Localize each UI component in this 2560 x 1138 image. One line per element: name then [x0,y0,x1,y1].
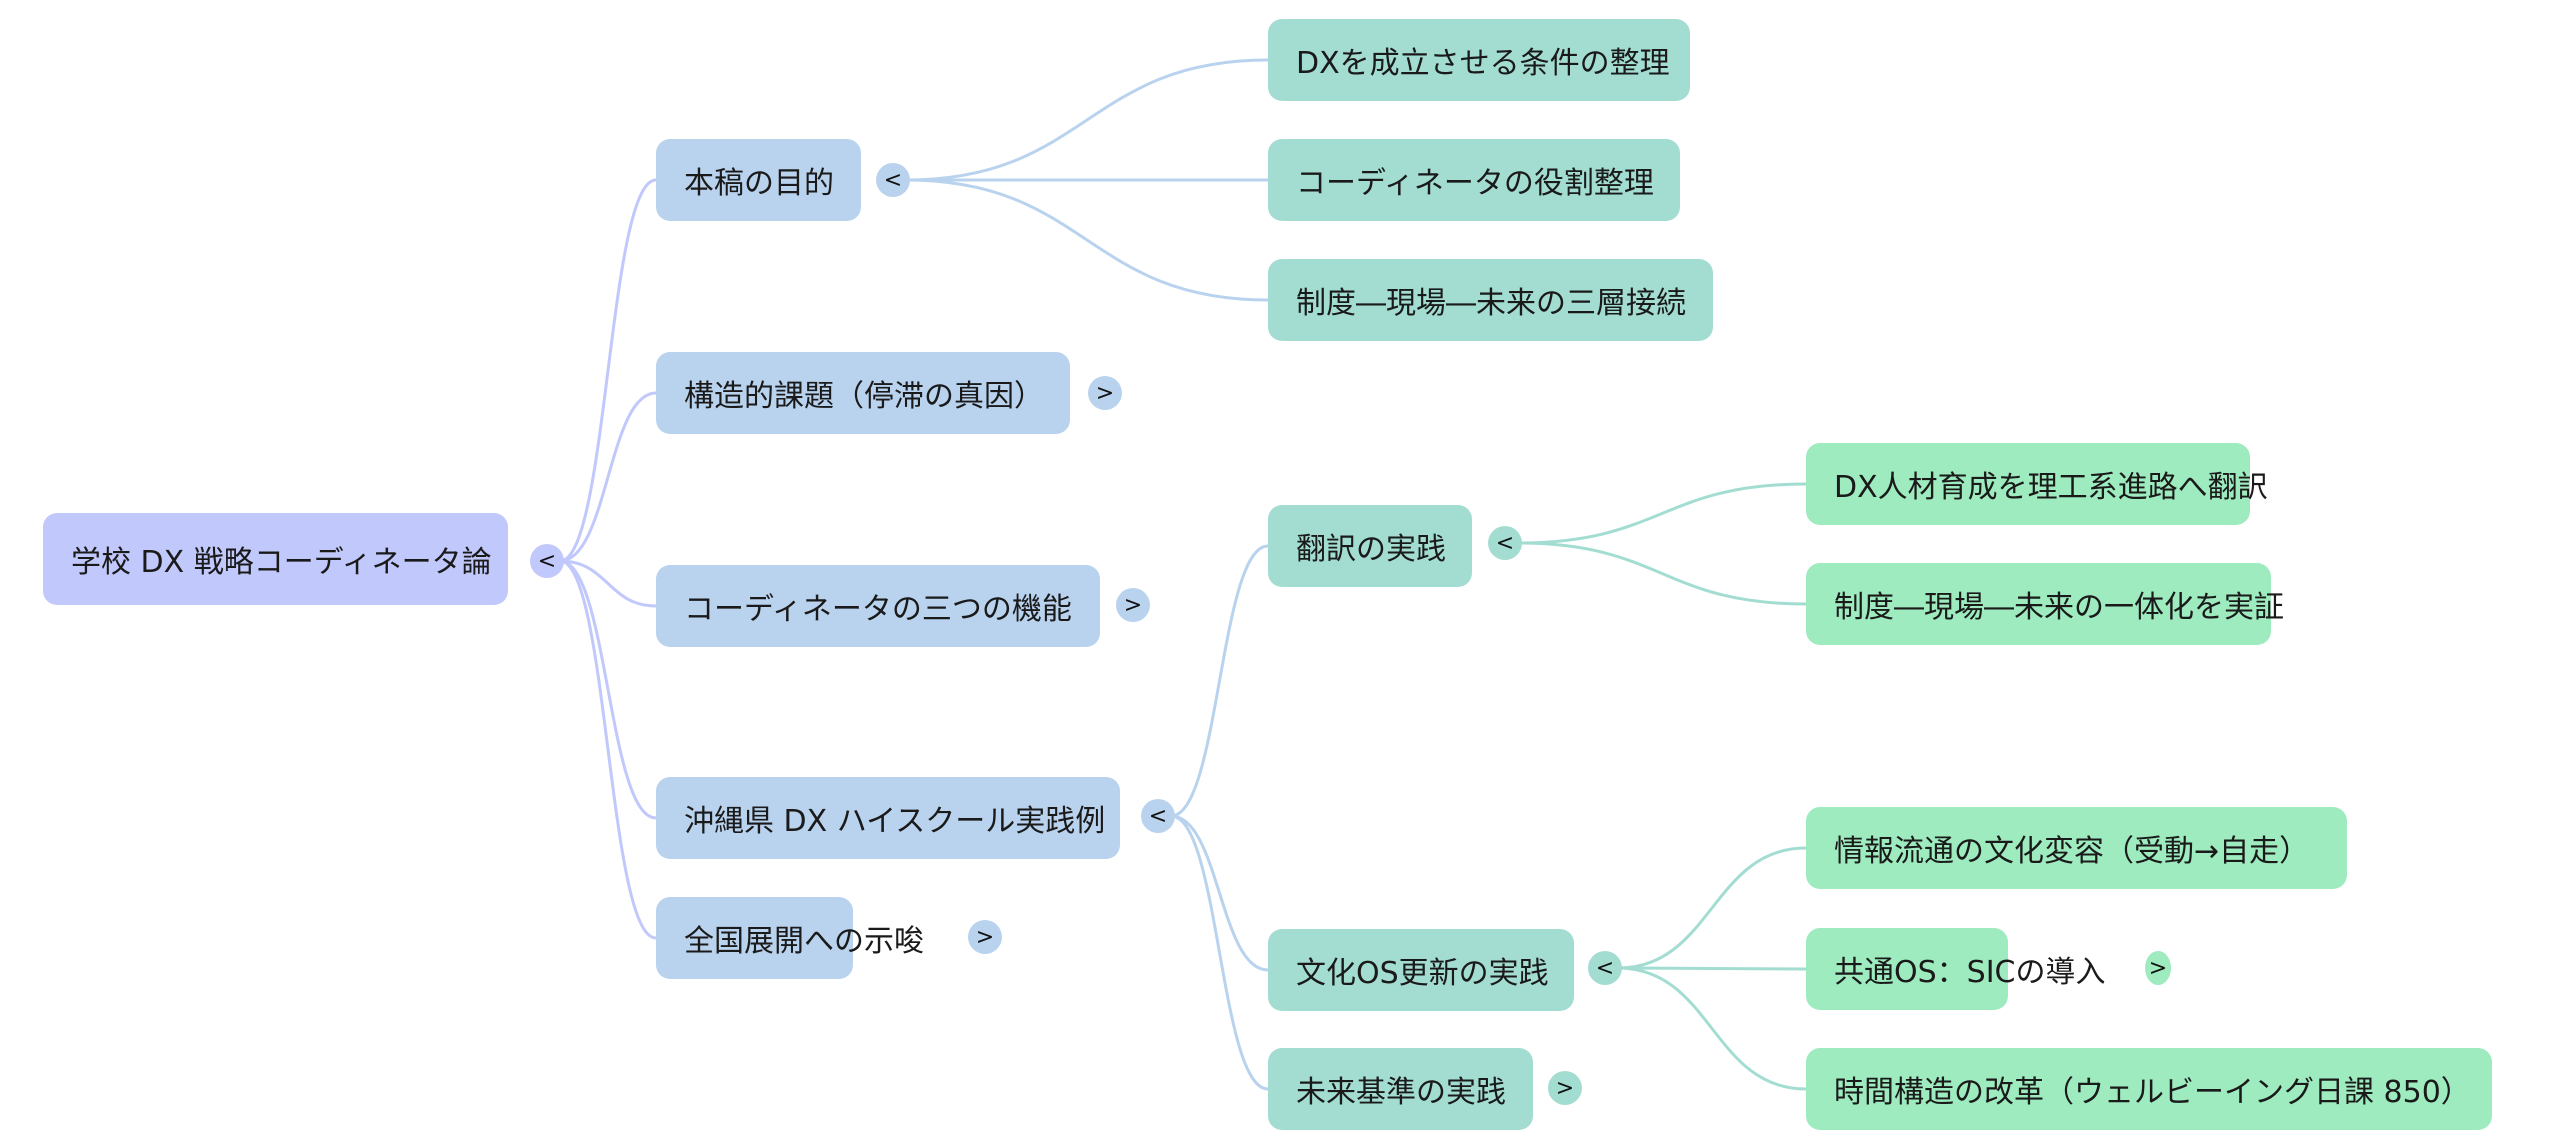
topic-node-okinawa-case[interactable]: 沖縄県 DX ハイスクール実践例 [656,777,1120,859]
subtopic-node-label: コーディネータの役割整理 [1296,166,1654,201]
detail-node[interactable]: 制度―現場―未来の一体化を実証 [1806,563,2284,645]
connector-n1-n1a [905,58,1269,182]
topic-node-structural-issues[interactable]: 構造的課題（停滞の真因） [656,352,1070,434]
topic-node-three-functions[interactable]: コーディネータの三つの機能 [656,565,1100,647]
topic-node-label: コーディネータの三つの機能 [684,592,1072,627]
expand-chevron-icon: > [1095,380,1115,406]
connector-root-n4 [559,559,657,820]
topic-node-purpose[interactable]: 本稿の目的 [656,139,861,221]
expand-toggle[interactable]: > [1088,376,1122,410]
detail-node-label: 制度―現場―未来の一体化を実証 [1834,590,2284,625]
subtopic-node-culture-os[interactable]: 文化OS更新の実践 [1268,929,1574,1011]
topic-node-label: 沖縄県 DX ハイスクール実践例 [684,804,1106,839]
detail-node-label: DX人材育成を理工系進路へ翻訳 [1834,470,2268,505]
connector-n4-n4b [1170,814,1269,972]
connector-n4a-n4a1 [1517,482,1807,545]
expand-toggle[interactable]: > [1548,1071,1582,1105]
subtopic-node-translation[interactable]: 翻訳の実践 [1268,505,1472,587]
connector-n1-n1c [905,178,1269,302]
detail-node-label: 時間構造の改革（ウェルビーイング日課 850） [1834,1075,2471,1110]
connector-root-n3 [559,559,657,608]
expand-chevron-icon: > [1123,592,1143,618]
connector-root-n1 [559,178,657,563]
subtopic-node-label: DXを成立させる条件の整理 [1296,46,1670,81]
detail-node[interactable]: 情報流通の文化変容（受動→自走） [1806,807,2347,889]
collapse-chevron-icon: < [537,548,557,574]
subtopic-node[interactable]: コーディネータの役割整理 [1268,139,1680,221]
detail-node[interactable]: 共通OS：SICの導入 [1806,928,2106,1010]
topic-node-label: 本稿の目的 [684,166,834,201]
connector-root-n5 [559,559,657,940]
connector-n4a-n4a2 [1517,541,1807,606]
connector-root-n2 [559,391,657,563]
subtopic-node-label: 未来基準の実践 [1296,1075,1506,1110]
topic-node-label: 構造的課題（停滞の真因） [684,379,1044,414]
expand-chevron-icon: > [975,924,995,950]
detail-node[interactable]: 時間構造の改革（ウェルビーイング日課 850） [1806,1048,2492,1130]
detail-node-label: 共通OS：SICの導入 [1834,955,2106,990]
detail-node[interactable]: DX人材育成を理工系進路へ翻訳 [1806,443,2268,525]
connector-n4-n4a [1170,544,1269,818]
expand-chevron-icon: > [1555,1075,1575,1101]
root-node[interactable]: 学校 DX 戦略コーディネータ論 [43,513,508,605]
topic-node-national-implications[interactable]: 全国展開への示唆 [656,897,924,979]
expand-toggle[interactable]: > [2145,951,2171,985]
connector-n4b-n4b3 [1617,966,1807,1091]
expand-chevron-icon: > [2148,955,2168,981]
expand-toggle[interactable]: > [1116,588,1150,622]
collapse-chevron-icon: < [1495,530,1515,556]
subtopic-node-label: 翻訳の実践 [1296,532,1446,567]
expand-toggle[interactable]: > [968,920,1002,954]
subtopic-node-future-standard[interactable]: 未来基準の実践 [1268,1048,1533,1130]
collapse-toggle[interactable]: < [1141,799,1175,833]
connector-n4b-n4b1 [1617,846,1807,970]
subtopic-node-label: 制度―現場―未来の三層接続 [1296,286,1686,321]
connector-n4-n4c [1170,814,1269,1091]
subtopic-node[interactable]: DXを成立させる条件の整理 [1268,19,1690,101]
subtopic-node-label: 文化OS更新の実践 [1296,956,1549,991]
subtopic-node[interactable]: 制度―現場―未来の三層接続 [1268,259,1713,341]
root-node-label: 学校 DX 戦略コーディネータ論 [71,545,492,580]
collapse-chevron-icon: < [1148,803,1168,829]
collapse-toggle-root[interactable]: < [530,544,564,578]
topic-node-label: 全国展開への示唆 [684,924,924,959]
collapse-chevron-icon: < [883,167,903,193]
connector-n4b-n4b2 [1617,966,1807,971]
detail-node-label: 情報流通の文化変容（受動→自走） [1834,834,2310,869]
collapse-chevron-icon: < [1595,955,1615,981]
collapse-toggle[interactable]: < [1588,951,1622,985]
collapse-toggle[interactable]: < [876,163,910,197]
collapse-toggle[interactable]: < [1488,526,1522,560]
